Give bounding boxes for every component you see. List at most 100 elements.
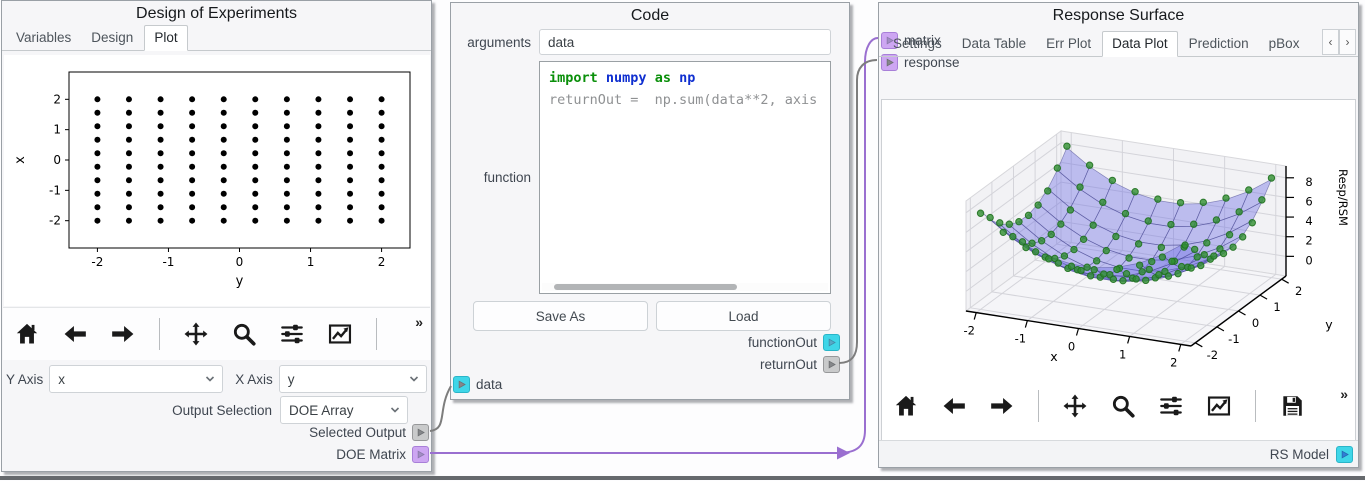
arguments-input[interactable] xyxy=(539,29,831,55)
doe-point xyxy=(347,163,354,170)
doe-subplots-button[interactable] xyxy=(278,320,306,348)
output-selection-value: DOE Array xyxy=(289,402,354,418)
response-point xyxy=(1047,230,1055,239)
matrix-port-row: matrix xyxy=(881,32,941,49)
response-point xyxy=(1024,211,1033,220)
response-point xyxy=(1238,233,1247,241)
doe-point xyxy=(189,163,196,170)
doe-point xyxy=(125,190,132,197)
doe-zoom-button[interactable] xyxy=(230,320,258,348)
doe-point xyxy=(378,177,385,184)
panel-code[interactable]: Code arguments function import numpy as … xyxy=(450,2,850,400)
tab-scroll-right-button[interactable]: › xyxy=(1339,29,1356,55)
doe-forward-button[interactable] xyxy=(109,320,137,348)
selected-output-port[interactable] xyxy=(412,424,429,441)
response-point xyxy=(1190,220,1198,228)
doe-tab-design[interactable]: Design xyxy=(91,30,134,45)
doe-point xyxy=(283,217,290,224)
response-point xyxy=(996,219,1004,227)
doe-point xyxy=(315,96,322,103)
rs-model-port[interactable] xyxy=(1336,445,1353,463)
forward-icon xyxy=(991,397,1013,415)
port-triangle-icon xyxy=(417,450,425,459)
y-axis-select[interactable]: x xyxy=(49,365,224,393)
rsm-back-button[interactable] xyxy=(940,392,968,420)
return-out-port-row: returnOut xyxy=(760,356,840,373)
data-port[interactable] xyxy=(453,376,470,393)
load-button[interactable]: Load xyxy=(656,301,831,331)
rsm-tab-prediction[interactable]: Prediction xyxy=(1188,36,1249,51)
rsm-customize-button[interactable] xyxy=(1205,392,1233,420)
doe-point xyxy=(378,96,385,103)
rsm-home-button[interactable] xyxy=(892,392,920,420)
doe-toolbar-overflow[interactable]: » xyxy=(415,314,423,330)
doe-customize-button[interactable] xyxy=(326,320,354,348)
return-out-port[interactable] xyxy=(823,356,840,373)
rsm-toolbar-overflow[interactable]: » xyxy=(1340,386,1348,402)
doe-plot-toolbar: » xyxy=(3,307,430,360)
svg-text:1: 1 xyxy=(1273,300,1280,314)
rsm-tab-err-plot[interactable]: Err Plot xyxy=(1046,36,1092,51)
response-point xyxy=(1063,142,1071,150)
subplots-icon xyxy=(281,324,303,344)
rsm-tab-pbox[interactable]: pBox xyxy=(1268,36,1300,51)
output-selection-select[interactable]: DOE Array xyxy=(280,396,408,424)
doe-point xyxy=(378,204,385,211)
svg-text:2: 2 xyxy=(1295,284,1302,298)
rsm-panel-title: Response Surface xyxy=(1052,7,1185,24)
doe-pan-button[interactable] xyxy=(182,320,210,348)
rsm-tab-settings[interactable]: Settings xyxy=(893,36,942,51)
panel-response-surface[interactable]: Response Surface matrix response Setting… xyxy=(878,2,1359,468)
response-point xyxy=(1197,261,1205,270)
doe-matrix-port[interactable] xyxy=(412,446,429,463)
response-point xyxy=(1113,265,1121,274)
tab-scroll-left-button[interactable]: ‹ xyxy=(1322,29,1339,55)
response-point xyxy=(1031,248,1040,256)
rsm-pan-button[interactable] xyxy=(1061,392,1089,420)
rsm-zoom-button[interactable] xyxy=(1109,392,1137,420)
rsm-forward-button[interactable] xyxy=(988,392,1016,420)
response-point xyxy=(1045,255,1053,263)
rsm-tab-data-plot[interactable]: Data Plot xyxy=(1102,31,1178,57)
x-axis-select-value: y xyxy=(287,371,295,387)
pan-icon xyxy=(1063,394,1087,418)
code-horizontal-scrollbar[interactable] xyxy=(542,283,828,291)
doe-point xyxy=(378,217,385,224)
doe-home-button[interactable] xyxy=(13,320,41,348)
doe-tab-plot[interactable]: Plot xyxy=(144,25,188,51)
response-point xyxy=(1135,261,1144,269)
rsm-subplots-button[interactable] xyxy=(1157,392,1185,420)
doe-matrix-port-label: DOE Matrix xyxy=(336,447,406,462)
response-point xyxy=(1148,257,1156,266)
matrix-port[interactable] xyxy=(881,32,898,49)
response-port[interactable] xyxy=(881,54,898,71)
response-point xyxy=(1222,194,1230,202)
doe-point xyxy=(347,123,354,130)
doe-back-button[interactable] xyxy=(61,320,89,348)
surface-z-axis-title: Resp/RSM xyxy=(1336,169,1350,226)
doe-point xyxy=(220,217,227,224)
doe-tab-variables[interactable]: Variables xyxy=(16,30,72,45)
response-point xyxy=(1203,239,1211,247)
doe-point xyxy=(94,123,101,130)
doe-point xyxy=(252,204,259,211)
doe-point xyxy=(94,96,101,103)
doe-point xyxy=(347,136,354,143)
doe-point xyxy=(347,177,354,184)
x-axis-select[interactable]: y xyxy=(278,365,427,393)
doe-point xyxy=(347,96,354,103)
data-port-row: data xyxy=(453,376,502,393)
doe-point xyxy=(283,109,290,116)
rsm-save-button[interactable] xyxy=(1278,392,1306,420)
doe-point xyxy=(157,136,164,143)
axes-frame xyxy=(68,71,411,249)
rsm-tab-data-table[interactable]: Data Table xyxy=(961,36,1027,51)
doe-point xyxy=(220,136,227,143)
function-out-port[interactable] xyxy=(823,334,840,351)
doe-point xyxy=(94,204,101,211)
save-as-button[interactable]: Save As xyxy=(473,301,648,331)
